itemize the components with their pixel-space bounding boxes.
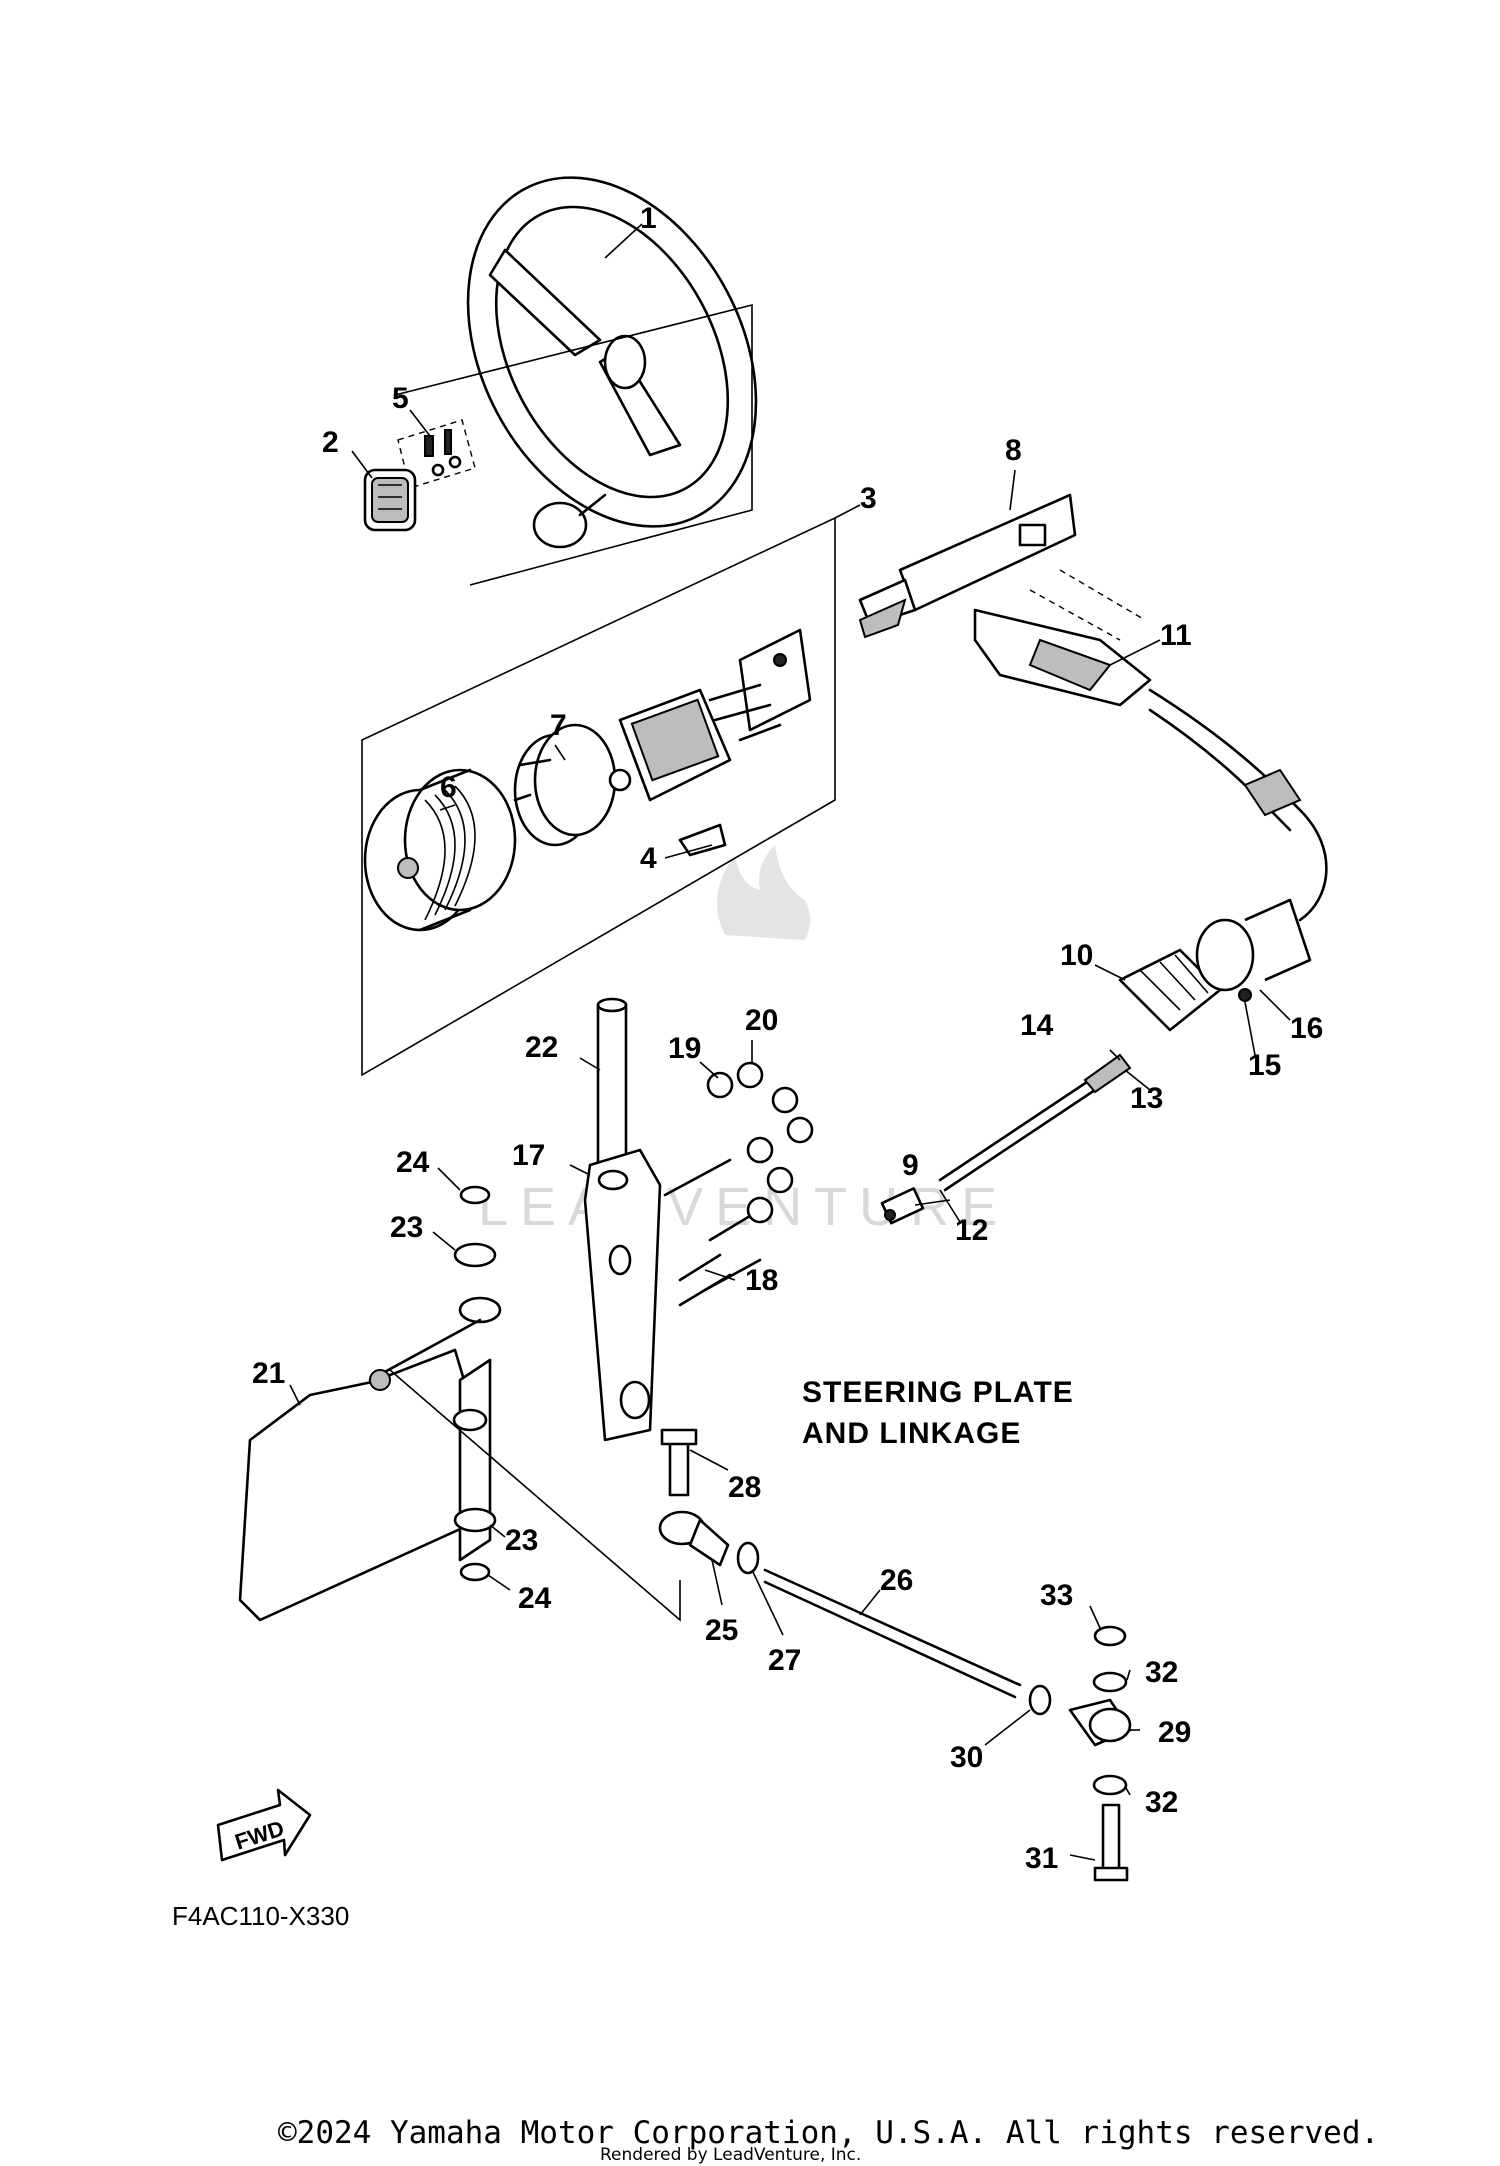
callout-33: 33 xyxy=(1040,1579,1073,1612)
callout-24-top: 24 xyxy=(396,1146,430,1179)
part-16-clamp xyxy=(1195,898,1312,1002)
callout-4: 4 xyxy=(640,842,657,875)
leader-lines xyxy=(289,223,1291,1861)
callout-9: 9 xyxy=(902,1149,919,1182)
drawing-code: F4AC110-X330 xyxy=(172,1901,349,1931)
callout-21: 21 xyxy=(252,1357,285,1390)
callout-31: 31 xyxy=(1025,1842,1058,1875)
callout-10: 10 xyxy=(1060,939,1093,972)
callout-30: 30 xyxy=(950,1741,983,1774)
callout-27: 27 xyxy=(768,1644,801,1677)
callout-32-top: 32 xyxy=(1145,1656,1178,1689)
steering-wheel xyxy=(466,176,758,549)
callout-2: 2 xyxy=(322,426,339,459)
helm-mechanism xyxy=(608,628,812,857)
part-6-bezel xyxy=(363,768,517,932)
part-27-nut xyxy=(736,1541,760,1575)
callout-5: 5 xyxy=(392,382,409,415)
callout-14: 14 xyxy=(1020,1009,1054,1042)
part-30-nut xyxy=(1028,1684,1052,1716)
callout-17: 17 xyxy=(512,1139,545,1172)
callout-18: 18 xyxy=(745,1264,778,1297)
part-7-ring xyxy=(513,723,617,847)
part-14-cable xyxy=(938,1053,1132,1192)
part-29-joint xyxy=(1068,1698,1132,1747)
callout-23-top: 23 xyxy=(390,1211,423,1244)
callout-29: 29 xyxy=(1158,1716,1191,1749)
callout-25: 25 xyxy=(705,1614,738,1647)
linkage-outline xyxy=(389,1369,681,1622)
callout-labels: 1 2 3 4 5 6 7 8 9 10 11 12 13 14 15 16 1… xyxy=(252,202,1323,1875)
callout-3: 3 xyxy=(860,482,877,515)
callout-1: 1 xyxy=(640,202,657,235)
callout-7: 7 xyxy=(550,709,567,742)
part-17-bracket xyxy=(583,1148,662,1442)
callout-13: 13 xyxy=(1130,1082,1163,1115)
callout-32-bottom: 32 xyxy=(1145,1786,1178,1819)
rendered-by-notice: Rendered by LeadVenture, Inc. xyxy=(600,2145,861,2165)
callout-15: 15 xyxy=(1248,1049,1281,1082)
callout-22: 22 xyxy=(525,1031,558,1064)
part-28-bolt xyxy=(660,1428,698,1497)
callout-26: 26 xyxy=(880,1564,913,1597)
callout-12: 12 xyxy=(955,1214,988,1247)
callout-8: 8 xyxy=(1005,434,1022,467)
flame-logo-icon xyxy=(717,845,810,940)
wheel-outline-box xyxy=(394,303,753,586)
callout-23-bottom: 23 xyxy=(505,1524,538,1557)
callout-24-bottom: 24 xyxy=(518,1582,552,1615)
helm-assembly-box xyxy=(361,516,836,1077)
part-22-pin xyxy=(596,997,628,1177)
part-11-controller xyxy=(973,569,1152,707)
callout-11: 11 xyxy=(1160,619,1192,652)
diagram-title-line1: STEERING PLATE xyxy=(802,1376,1074,1409)
callout-19: 19 xyxy=(668,1032,701,1065)
part-26-rod xyxy=(763,1568,1022,1699)
fwd-arrow-icon: FWD xyxy=(216,1788,312,1862)
part-2-nut xyxy=(363,468,417,532)
callout-20: 20 xyxy=(745,1004,778,1037)
watermark-text: LEADVENTURE xyxy=(478,1177,1009,1237)
part-19-20-nuts-washers xyxy=(706,1061,814,1224)
part-18-studs xyxy=(663,1158,762,1307)
callout-16: 16 xyxy=(1290,1012,1323,1045)
part-32-33-washers xyxy=(1092,1625,1128,1796)
callout-28: 28 xyxy=(728,1471,761,1504)
diagram-title-line2: AND LINKAGE xyxy=(802,1417,1021,1450)
part-25-joint xyxy=(658,1510,730,1567)
part-23-24-rings xyxy=(453,1185,497,1582)
callout-6: 6 xyxy=(440,771,457,804)
part-9-end xyxy=(880,1187,925,1225)
wire-harness xyxy=(1148,688,1328,922)
copyright-notice: ©2024 Yamaha Motor Corporation, U.S.A. A… xyxy=(278,2115,1379,2151)
part-31-bolt xyxy=(1093,1803,1129,1882)
part-8-shaft xyxy=(858,493,1077,639)
